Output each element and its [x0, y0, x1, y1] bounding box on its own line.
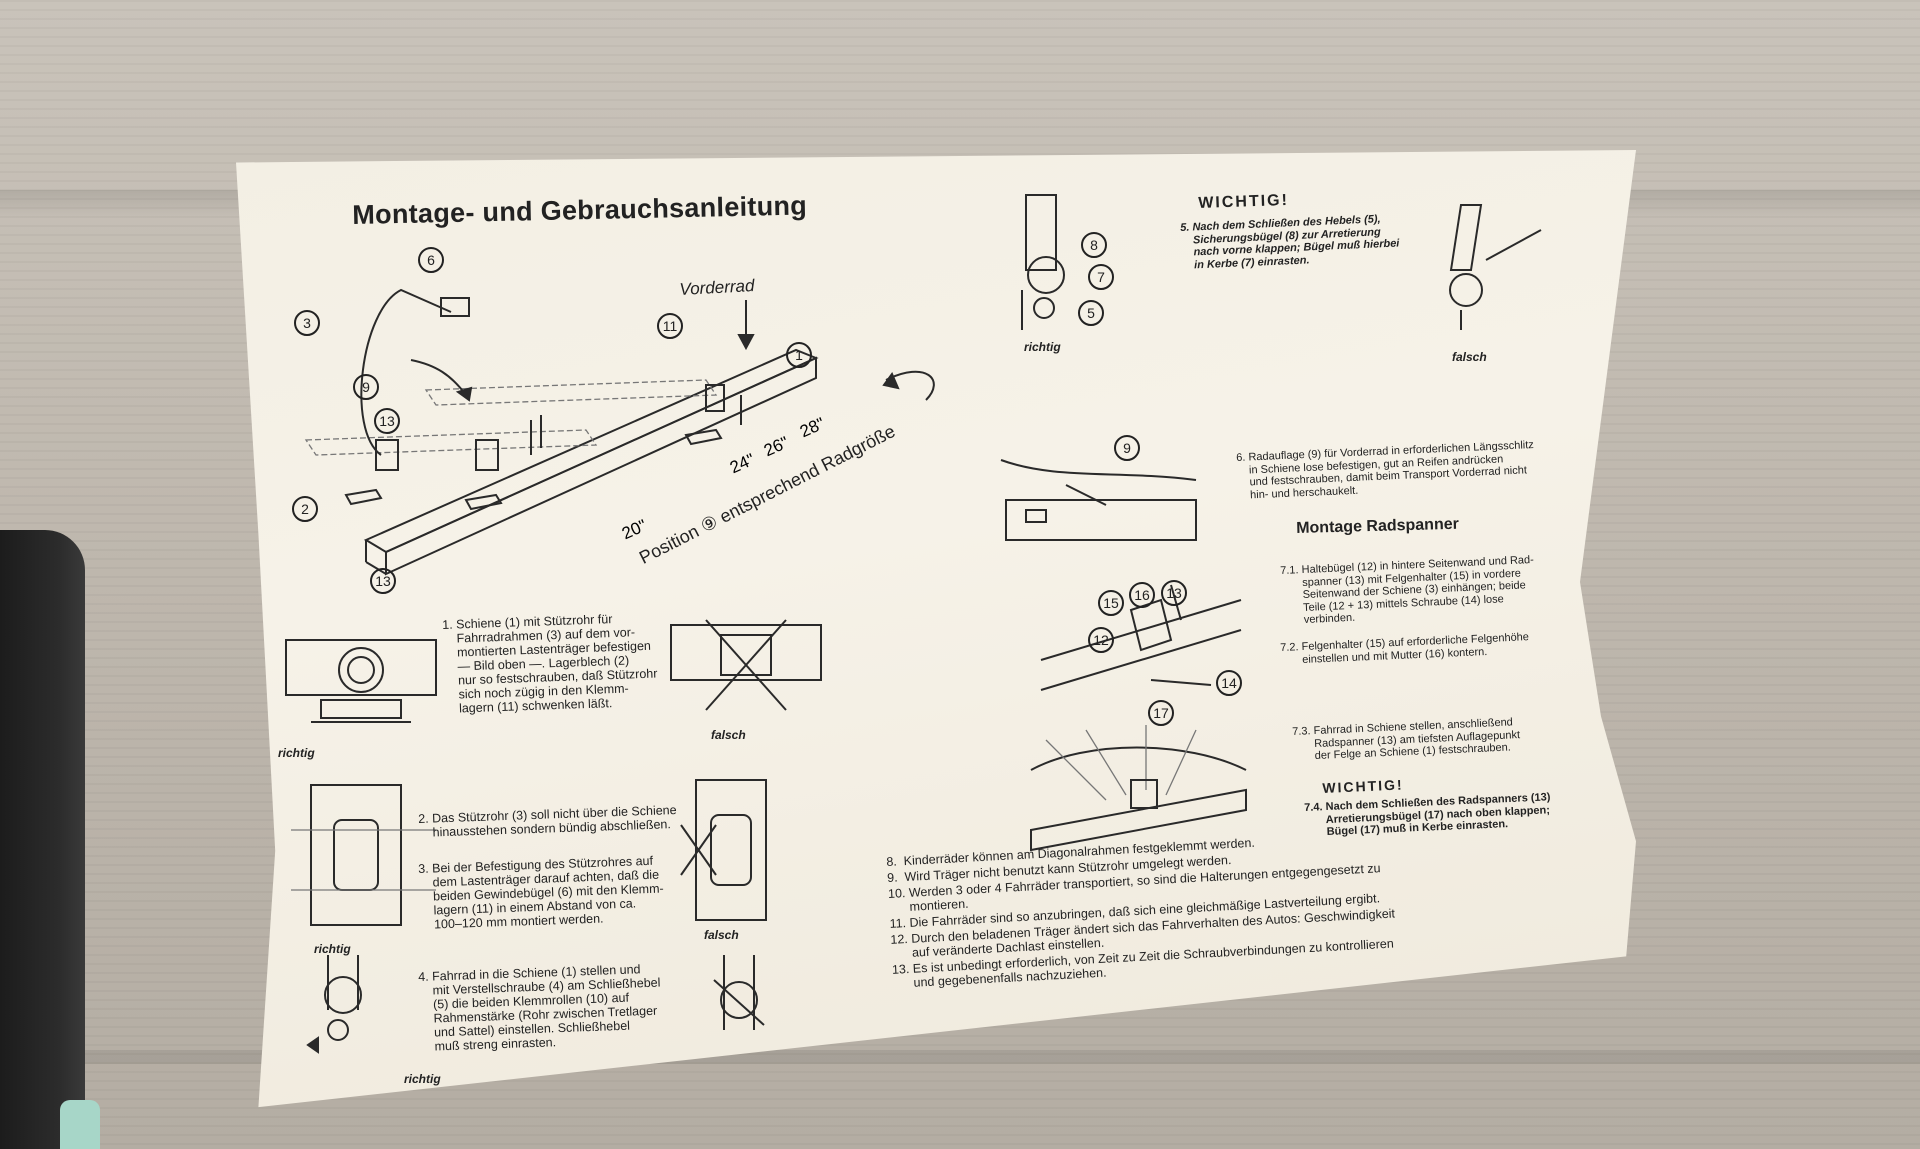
callout-9: 9 — [1114, 435, 1140, 461]
lever-detail-richtig — [306, 955, 362, 1054]
callout-16: 16 — [1129, 582, 1155, 608]
instruction-sheet: Montage- und Gebrauchsanleitung — [236, 150, 1636, 1108]
callout-6: 9 — [353, 374, 379, 400]
label-falsch: falsch — [704, 928, 739, 942]
notes-list: 8. Kinderräder können am Diagonalrahmen … — [886, 829, 1398, 991]
bike-wheel-diagram — [1030, 725, 1247, 852]
callout-9: 11 — [657, 313, 683, 339]
label-falsch: falsch — [711, 728, 746, 742]
callout-14: 14 — [1216, 670, 1242, 696]
callout-5: 5 — [1078, 300, 1104, 326]
mint-object-edge — [60, 1100, 100, 1149]
step-4-text: 4. Fahrrad in die Schiene (1) stellen un… — [418, 962, 661, 1054]
callout-1: 1 — [786, 342, 812, 368]
step-2-text: 2. Das Stützrohr (3) soll nicht über die… — [418, 802, 677, 840]
wheel-support-diagram — [1000, 459, 1197, 541]
wichtig-heading-2: WICHTIG! — [1322, 776, 1404, 796]
clamp-detail-richtig — [285, 639, 437, 723]
step-3-text: 3. Bei der Befestigung des Stützrohres a… — [418, 853, 664, 932]
step-7-2-text: 7.2. Felgenhalter (15) auf erforderliche… — [1280, 631, 1530, 667]
wichtig-heading: WICHTIG! — [1198, 191, 1290, 212]
security-lever-richtig — [1021, 194, 1065, 330]
step-1-text: 1. Schiene (1) mit Stützrohr für Fahrrad… — [442, 612, 658, 716]
step-5-text: 5. Nach dem Schließen des Hebels (5), Si… — [1180, 213, 1400, 272]
label-richtig: richtig — [278, 746, 315, 760]
callout-2: 2 — [292, 496, 318, 522]
label-richtig: richtig — [314, 942, 351, 956]
rack-assembly-diagram — [304, 288, 935, 576]
callout-11: 13 — [374, 408, 400, 434]
security-lever-falsch — [1449, 204, 1542, 330]
dark-object-edge — [0, 530, 85, 1149]
tube-detail-falsch — [680, 779, 767, 921]
step-7-3-text: 7.3. Fahrrad in Schiene stellen, anschli… — [1292, 716, 1521, 763]
callout-12: 12 — [1088, 627, 1114, 653]
label-falsch: falsch — [1452, 350, 1487, 364]
montage-radspanner-heading: Montage Radspanner — [1296, 515, 1460, 537]
clamp-detail-falsch — [670, 619, 822, 711]
callout-5: 6 — [418, 247, 444, 273]
tube-detail-richtig — [291, 784, 436, 926]
callout-13: 13 — [1161, 580, 1187, 606]
callout-15: 15 — [1098, 590, 1124, 616]
callout-3: 3 — [294, 310, 320, 336]
label-richtig: richtig — [404, 1072, 441, 1086]
label-vorderrad: Vorderrad — [679, 276, 755, 299]
callout-7: 7 — [1088, 264, 1114, 290]
lever-detail-falsch — [713, 955, 765, 1030]
label-richtig: richtig — [1024, 340, 1061, 354]
step-6-text: 6. Radauflage (9) für Vorderrad in erfor… — [1236, 439, 1535, 502]
step-7-1-text: 7.1. Haltebügel (12) in hintere Seitenwa… — [1280, 553, 1535, 627]
callout-17: 17 — [1148, 700, 1174, 726]
callout-8: 8 — [1081, 232, 1107, 258]
sheet-title: Montage- und Gebrauchsanleitung — [352, 190, 808, 230]
callout-13: 13 — [370, 568, 396, 594]
